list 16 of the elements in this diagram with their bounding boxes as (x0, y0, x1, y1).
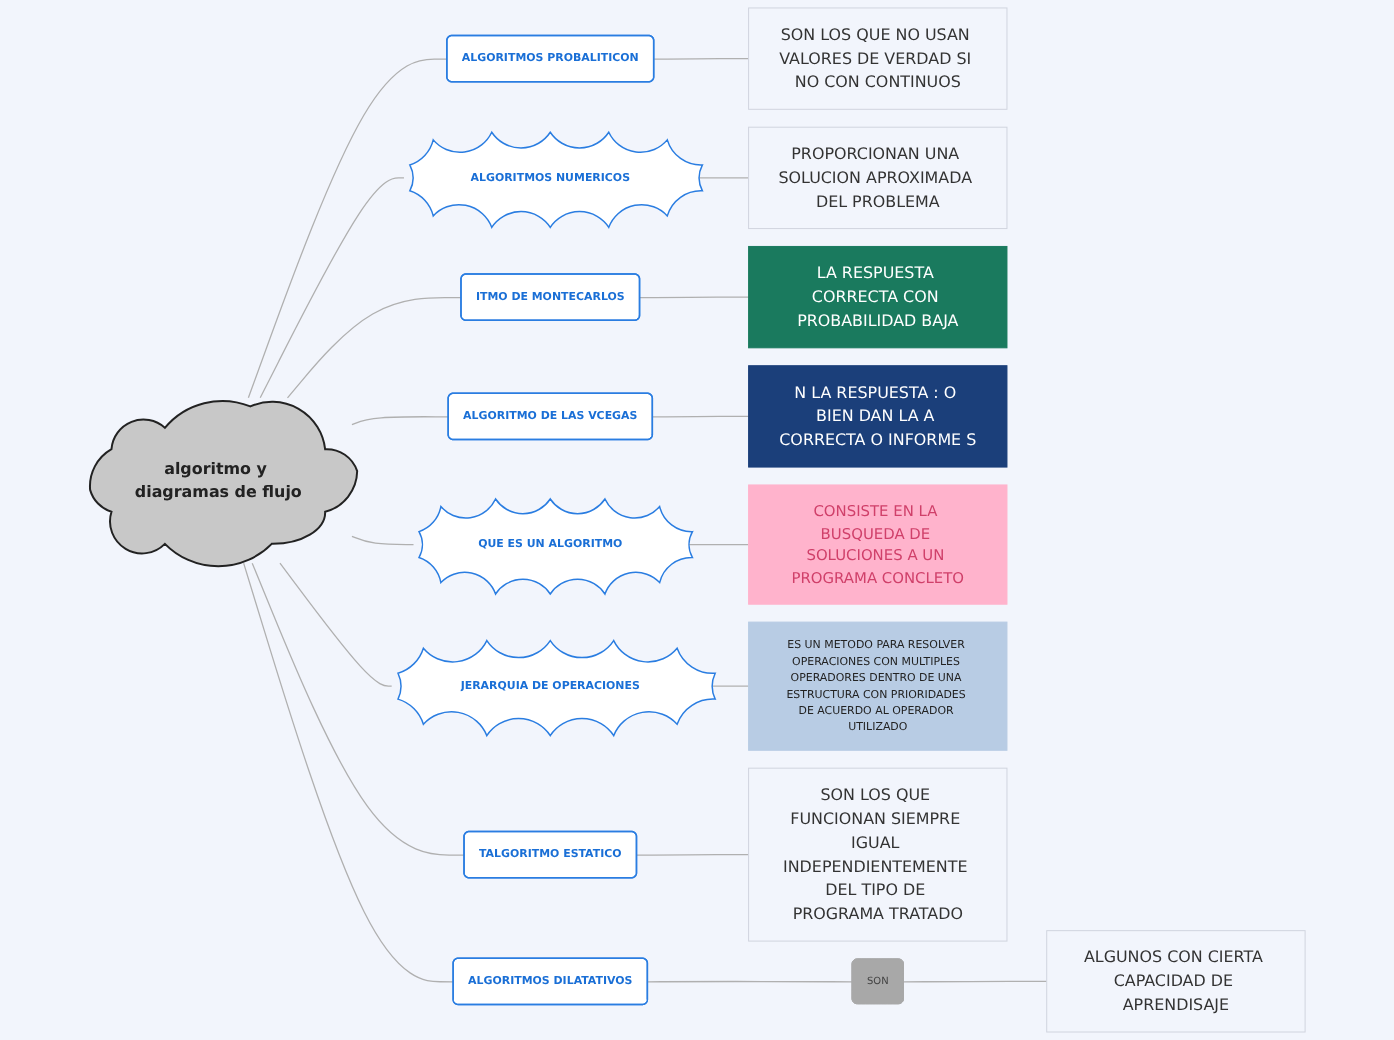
connector (902, 980, 1047, 983)
connector (635, 854, 749, 856)
connector (251, 562, 465, 856)
connector (350, 535, 414, 546)
connector (638, 296, 749, 299)
connector (653, 58, 749, 60)
connector (286, 296, 462, 399)
connector (685, 543, 749, 546)
connector (242, 562, 454, 983)
connector (247, 58, 448, 399)
connector (651, 415, 749, 418)
connector (259, 177, 405, 399)
connector (278, 562, 392, 687)
connector (350, 416, 449, 426)
connector (646, 980, 853, 983)
connector (695, 177, 749, 179)
